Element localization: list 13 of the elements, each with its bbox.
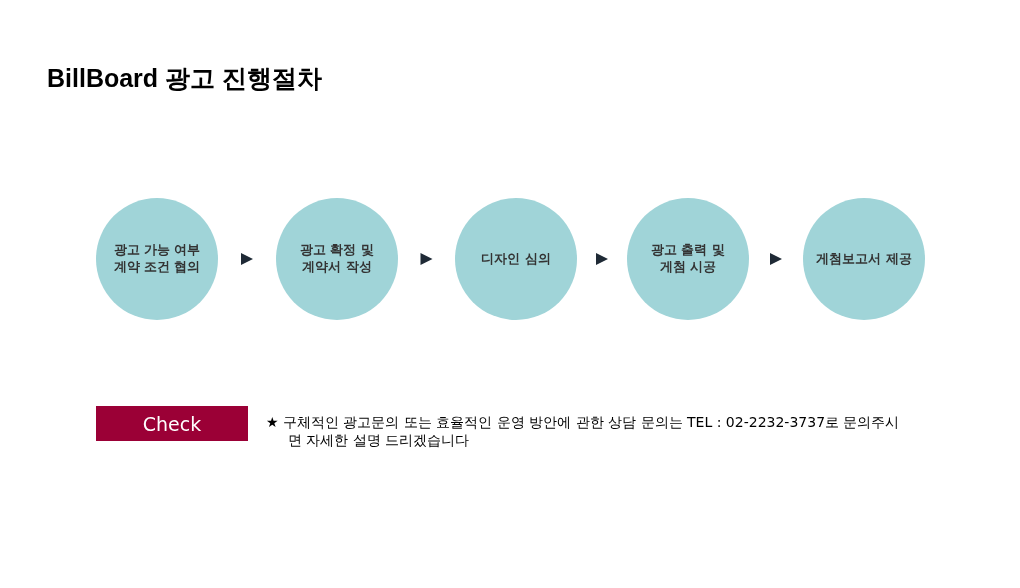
title: BillBoard 광고 진행절차 (47, 63, 322, 94)
arrow (420, 253, 433, 265)
arrow (241, 253, 253, 265)
step-label: 디자인 심의 (480, 250, 552, 268)
contact-note: ★ 구체적인 광고문의 또는 효율적인 운영 방안에 관한 상담 문의는 TEL : 02-2232-3737로 문의주시면 자세한 설명 드리겠습니다 (266, 413, 901, 450)
step-label: 광고 출력 및 게첨 시공 (650, 242, 726, 276)
arrow (770, 253, 782, 265)
banner-label: Check (142, 412, 202, 435)
step-label: 광고 확정 및 계약서 작성 (299, 242, 375, 276)
arrow (596, 253, 608, 265)
step-label: 광고 가능 여부 계약 조건 협의 (112, 242, 202, 276)
step-label: 게첨보고서 제공 (815, 250, 913, 268)
check-banner (96, 406, 248, 441)
